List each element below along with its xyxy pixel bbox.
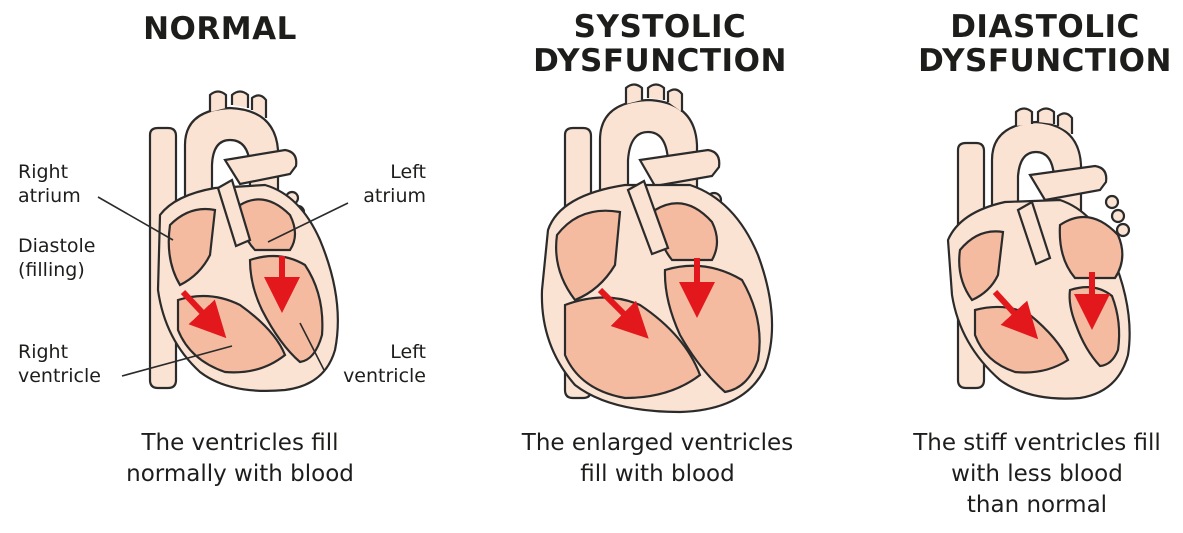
label-left-ventricle: Left ventricle <box>318 340 426 388</box>
systolic-heart <box>542 85 772 413</box>
normal-heart <box>150 92 338 391</box>
label-right-ventricle: Right ventricle <box>18 340 101 388</box>
caption-diastolic: The stiff ventricles fill with less bloo… <box>893 428 1181 521</box>
label-left-atrium: Left atrium <box>330 160 426 208</box>
caption-normal: The ventricles fill normally with blood <box>95 428 385 490</box>
diastolic-heart <box>948 109 1130 399</box>
caption-systolic: The enlarged ventricles fill with blood <box>490 428 825 490</box>
label-right-atrium: Right atrium <box>18 160 81 208</box>
label-diastole: Diastole (filling) <box>18 234 96 282</box>
